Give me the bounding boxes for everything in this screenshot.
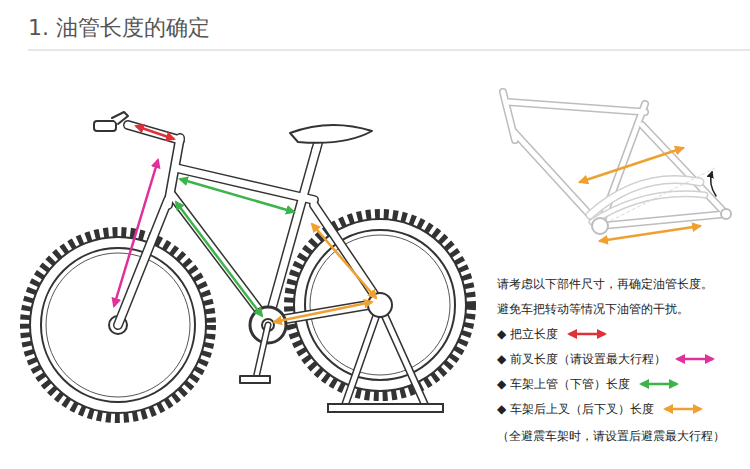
bike-frame-part xyxy=(240,376,270,383)
bike-frame-part xyxy=(118,125,380,325)
inset-frame-part xyxy=(503,92,726,226)
rear-wheel-part xyxy=(310,235,450,375)
bike-frame-part-part xyxy=(118,200,168,325)
bike-frame-part-part xyxy=(268,150,316,322)
inset-frame-part xyxy=(721,209,731,219)
measure-arrows-part xyxy=(114,160,158,306)
legend-row: ◆ 前叉长度（请设置最大行程） xyxy=(497,351,718,367)
measure-arrows xyxy=(114,126,376,322)
inset-frame-part xyxy=(592,218,608,234)
bike-frame-part-part xyxy=(172,195,268,322)
bike-stand-part xyxy=(328,404,443,412)
measure-arrows-part xyxy=(274,302,372,322)
legend-text: ◆ 前叉长度（请设置最大行程） xyxy=(497,351,666,367)
bike-stand-part xyxy=(380,305,425,405)
bike-stand-part xyxy=(380,305,425,405)
bike-stand-part xyxy=(345,305,380,405)
legend-row: ◆ 车架后上叉（后下叉）长度 xyxy=(497,401,706,417)
bike-frame-part xyxy=(256,325,268,378)
inset-frame-part xyxy=(592,194,705,222)
inset-frame xyxy=(503,92,731,241)
bike-stand xyxy=(328,305,443,412)
measure-arrows-part xyxy=(312,224,376,298)
inset-frame-part-part xyxy=(600,214,726,226)
measure-arrows-part xyxy=(176,202,262,316)
bike-frame-part-part xyxy=(314,205,380,303)
bike-frame-part xyxy=(112,112,128,124)
note-text: （全避震车架时，请设置后避震最大行程） xyxy=(497,428,725,444)
inset-frame-part xyxy=(592,194,705,222)
legend-row: ◆ 车架上管（下管）长度 xyxy=(497,376,682,392)
inset-frame-part xyxy=(600,226,700,241)
bike-frame-part-part xyxy=(268,303,380,322)
bike-frame-part-part xyxy=(168,138,180,205)
legend-arrow xyxy=(636,378,682,390)
page-title: 1. 油管长度的确定 xyxy=(28,14,210,42)
bike-frame-part-part xyxy=(314,205,380,303)
legend-arrow xyxy=(564,328,610,340)
measure-arrows-part xyxy=(136,126,174,139)
bike-frame-part-part xyxy=(268,303,380,322)
inset-frame-part xyxy=(600,168,715,226)
bike-frame-part-part xyxy=(128,125,180,140)
bike-frame xyxy=(94,112,392,383)
rear-wheel-part xyxy=(289,214,471,396)
rear-wheel-part xyxy=(305,230,455,380)
legend-arrow-line xyxy=(665,408,701,411)
bike-frame-part xyxy=(118,125,380,325)
bike-frame-part xyxy=(290,125,372,143)
rear-wheel-part xyxy=(294,219,466,391)
inset-frame-part-part xyxy=(600,214,726,226)
legend-arrow-line xyxy=(569,333,605,336)
note-text: 避免车把转动等情况下油管的干扰。 xyxy=(497,301,689,317)
note-text: 请考虑以下部件尺寸，再确定油管长度。 xyxy=(497,276,713,292)
inset-frame-part-part xyxy=(642,125,726,214)
legend-arrow xyxy=(672,353,718,365)
bike-frame-part xyxy=(368,293,392,317)
legend-arrow xyxy=(660,403,706,415)
inset-frame-part-part xyxy=(508,102,645,112)
bike-frame-part-part xyxy=(128,125,180,140)
legend-text: ◆ 车架后上叉（后下叉）长度 xyxy=(497,401,654,417)
legend-text: ◆ 车架上管（下管）长度 xyxy=(497,376,630,392)
legend-arrow-line xyxy=(677,358,713,361)
inset-frame-part xyxy=(503,92,726,226)
inset-frame-part-part xyxy=(508,102,645,112)
title-rule xyxy=(28,50,750,51)
bike-frame-part-part xyxy=(118,200,168,325)
measure-arrows-part xyxy=(180,179,294,212)
bike-frame-part xyxy=(256,325,268,378)
bike-stand-part xyxy=(345,305,380,405)
inset-frame-part xyxy=(580,148,683,182)
bike-frame-part-part xyxy=(172,195,268,322)
rear-wheel xyxy=(289,214,471,396)
legend-row: ◆ 把立长度 xyxy=(497,326,610,342)
legend-arrow-line xyxy=(641,383,677,386)
bike-frame-part xyxy=(94,121,116,131)
inset-frame-part xyxy=(711,172,716,196)
legend-text: ◆ 把立长度 xyxy=(497,326,558,342)
inset-frame-part-part xyxy=(642,125,726,214)
bike-frame-part-part xyxy=(268,150,316,322)
